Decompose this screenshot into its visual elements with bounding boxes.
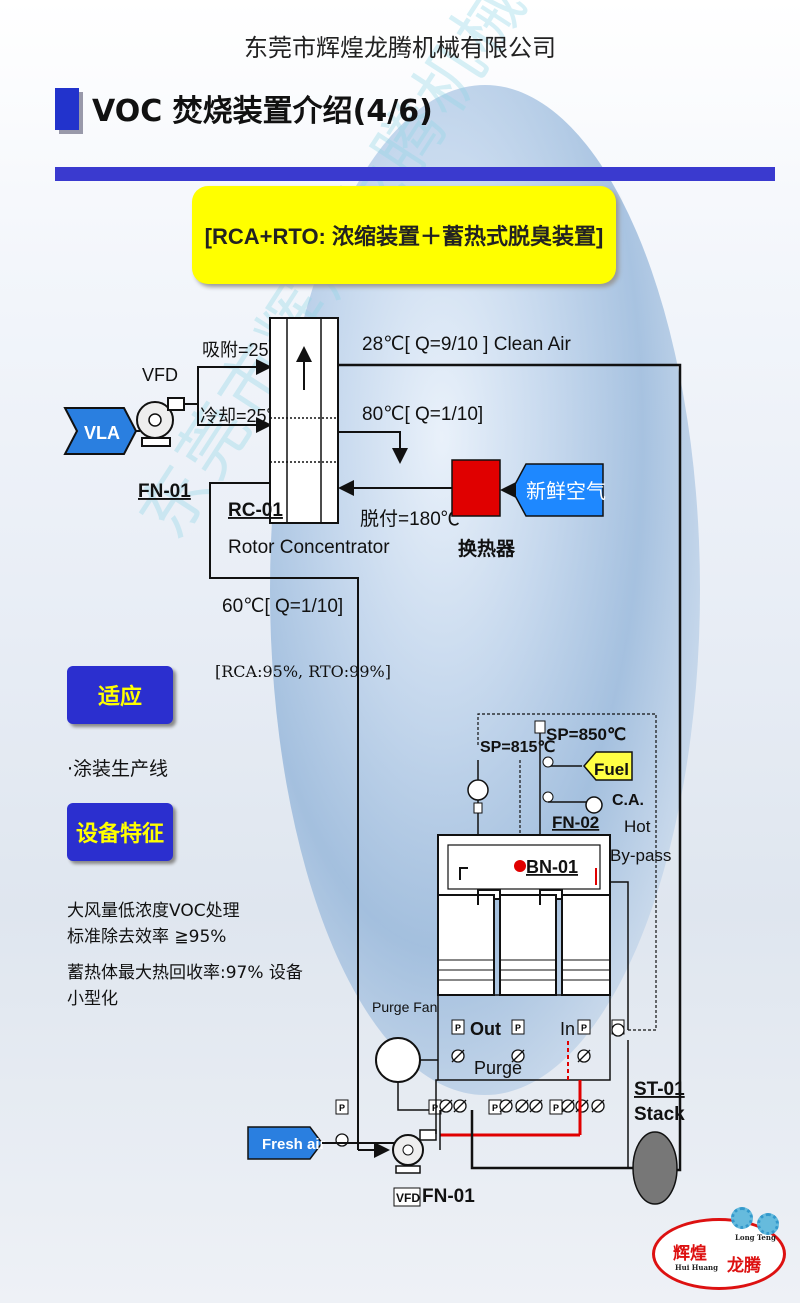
svg-text:P: P (515, 1023, 521, 1033)
svg-text:P: P (455, 1023, 461, 1033)
feature-item: 大风量低浓度VOC处理 (67, 901, 240, 921)
fn01-bottom-label: FN-01 (422, 1186, 475, 1207)
flow-80-label: 80℃[ Q=1/10] (362, 404, 483, 425)
fan-fn01-bottom (392, 1129, 437, 1174)
purge-label: Purge (474, 1058, 522, 1078)
logo-cn-2: 龙腾 (727, 1256, 761, 1276)
vla-arrow (63, 407, 138, 455)
company-name: 东莞市辉煌龙腾机械有限公司 (244, 34, 556, 62)
burner-label: BN-01 (526, 857, 578, 877)
sp850-label: SP=850℃ (546, 725, 626, 744)
cool-label: 冷却=25℃ (200, 406, 285, 426)
out-label: Out (470, 1019, 501, 1039)
clean-air-label: 28℃[ Q=9/10 ] Clean Air (362, 334, 571, 355)
svg-text:P: P (339, 1103, 345, 1113)
feature-button: 设备特征 (67, 803, 173, 861)
feature-item: 蓄热体最大热回收率:97% 设备 (67, 963, 303, 983)
apply-label: 适应 (97, 685, 142, 710)
efficiency-label: [RCA:95%, RTO:99%] (215, 662, 391, 681)
fresh-cn-label: 新鲜空气 (526, 480, 606, 503)
fan-fn01-top (136, 397, 185, 447)
purge-fan-label: Purge Fan (372, 999, 437, 1015)
header-rule (55, 167, 775, 181)
fn01-top-label: FN-01 (138, 481, 191, 502)
apply-item: ·涂装生产线 (67, 758, 169, 780)
sp815-label: SP=815℃ (480, 739, 555, 756)
banner: [RCA+RTO: 浓缩装置＋蓄热式脱臭装置] (192, 186, 616, 284)
rto-chamber (437, 834, 611, 1081)
ca-label: C.A. (612, 792, 644, 809)
feature-label: 设备特征 (75, 822, 164, 847)
st01-label: ST-01 (634, 1079, 685, 1100)
fn02-label: FN-02 (552, 813, 599, 832)
feature-list: 大风量低浓度VOC处理 标准除去效率 ≧95% 蓄热体最大热回收率:97% 设备… (67, 898, 303, 1012)
logo-cn-1: 辉煌 (673, 1244, 707, 1264)
fresh-air-label: Fresh air (262, 1136, 326, 1153)
fuel-label: Fuel (594, 760, 629, 779)
burner-icon (514, 860, 526, 872)
heater-box (451, 459, 501, 517)
gear-icon (731, 1207, 753, 1229)
title-marker (55, 88, 79, 130)
vla-label: VLA (84, 423, 120, 443)
logo-en-1: Long Teng (735, 1233, 776, 1242)
svg-text:P: P (581, 1023, 587, 1033)
hot-label: Hot (624, 817, 651, 836)
heater-label: 换热器 (458, 537, 516, 560)
fuel-arrow (583, 751, 633, 781)
banner-text: [RCA+RTO: 浓缩装置＋蓄热式脱臭装置] (204, 224, 604, 249)
svg-text:P: P (492, 1103, 498, 1113)
stack-label: Stack (634, 1104, 685, 1125)
fresh-air-arrow (247, 1126, 323, 1160)
svg-text:P: P (553, 1103, 559, 1113)
vfd-top-label: VFD (142, 365, 178, 385)
fresh-cn-arrow (511, 463, 604, 517)
flow-60-label: 60℃[ Q=1/10] (222, 596, 343, 617)
desorb-label: 脱付=180℃ (360, 508, 460, 530)
apply-button: 适应 (67, 666, 173, 724)
gear-icon (757, 1213, 779, 1235)
logo-en-2: Hui Huang (675, 1263, 719, 1272)
stack (632, 1131, 678, 1205)
purge-fan (375, 1037, 421, 1083)
in-label: In (560, 1019, 575, 1039)
bypass-label: By-pass (610, 846, 671, 865)
svg-text:P: P (432, 1103, 438, 1113)
vfd-bottom-label: VFD (396, 1191, 420, 1205)
adsorb-label: 吸附=25℃ (202, 340, 287, 360)
rotor-name-label: Rotor Concentrator (228, 537, 390, 558)
rotor-concentrator (269, 317, 339, 524)
feature-item: 标准除去效率 ≧95% (67, 927, 227, 947)
company-logo: 辉煌 龙腾 Long Teng Hui Huang (652, 1207, 786, 1290)
rotor-id-label: RC-01 (228, 500, 283, 521)
page-title: VOC 焚烧装置介绍(4/6) (92, 94, 433, 129)
feature-item: 小型化 (67, 989, 118, 1009)
